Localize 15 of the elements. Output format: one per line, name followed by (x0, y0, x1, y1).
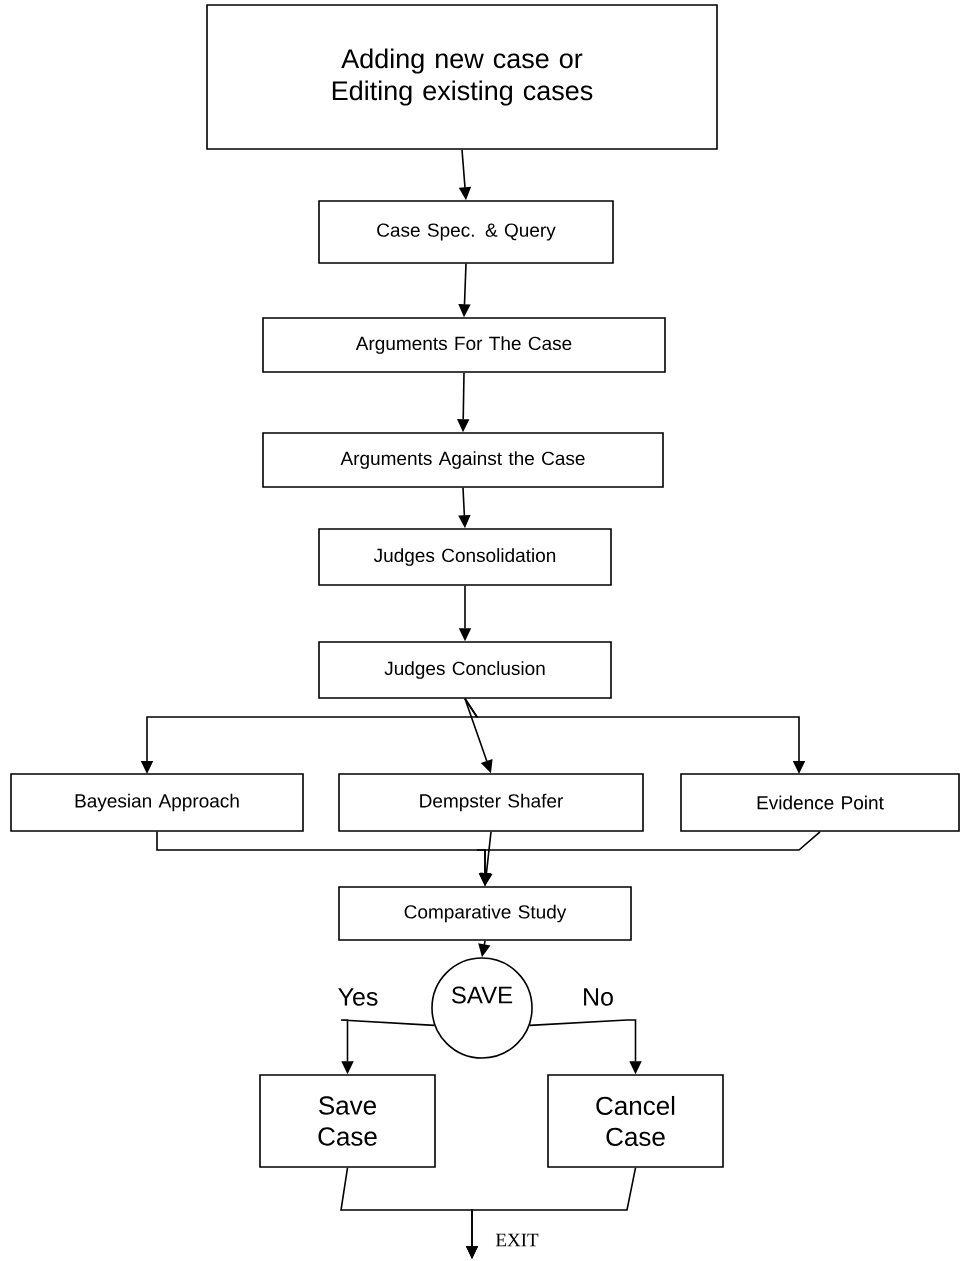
process-box: Cancel Case (547, 1074, 724, 1168)
edge-label: No (584, 988, 613, 1006)
process-box: Judges Conclusion (318, 641, 612, 699)
process-box: Judges Consolidation (318, 528, 612, 586)
process-box: Dempster Shafer (338, 773, 644, 832)
edge-label: EXIT (495, 1233, 539, 1247)
process-box: Save Case (259, 1074, 436, 1168)
process-box: Comparative Study (338, 886, 632, 941)
process-box: Arguments For The Case (262, 317, 666, 373)
process-box: Bayesian Approach (10, 773, 304, 832)
process-box: Evidence Point (680, 773, 960, 832)
edge-label: Yes (338, 988, 378, 1006)
process-box: Case Spec. & Query (318, 200, 614, 264)
process-box: Arguments Against the Case (262, 432, 664, 488)
process-box: Adding new case or Editing existing cases (206, 4, 718, 150)
